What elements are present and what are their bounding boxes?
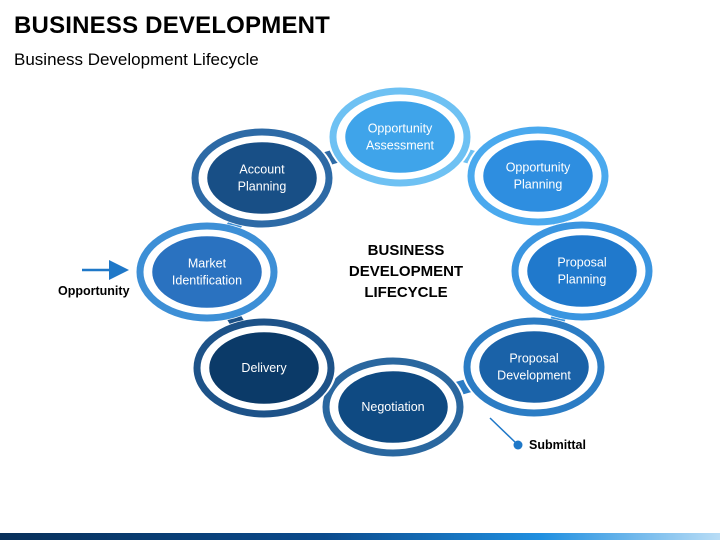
node-label: Identification — [172, 274, 242, 288]
page-title: BUSINESS DEVELOPMENT — [14, 12, 331, 39]
node-label: Development — [497, 369, 571, 383]
submittal-dot — [513, 440, 523, 450]
center-label-line: BUSINESS — [368, 242, 445, 259]
node-label: Proposal — [557, 256, 606, 270]
node-label: Opportunity — [506, 161, 571, 175]
node-ring — [511, 221, 653, 321]
lifecycle-node-4: Negotiation — [320, 357, 466, 457]
node-label: Proposal — [509, 352, 558, 366]
node-ring — [191, 128, 333, 228]
node-label: Planning — [514, 178, 563, 192]
node-ring — [322, 357, 464, 457]
node-label: Negotiation — [361, 400, 424, 414]
submittal-pointer — [489, 417, 518, 445]
node-label: Opportunity — [368, 122, 433, 136]
node-ring — [463, 317, 605, 417]
node-label: Market — [188, 257, 227, 271]
node-core — [149, 233, 265, 311]
node-ring — [329, 87, 471, 187]
node-label: Delivery — [241, 361, 287, 375]
node-label: Account — [239, 163, 285, 177]
node-core — [204, 139, 320, 217]
node-label: Planning — [558, 273, 607, 287]
center-label-line: LIFECYCLE — [364, 284, 447, 301]
node-core — [206, 329, 322, 407]
node-label: Planning — [238, 180, 287, 194]
submittal-label: Submittal — [529, 438, 586, 452]
node-ring — [136, 222, 278, 322]
node-ring — [193, 318, 335, 418]
center-label-line: DEVELOPMENT — [349, 263, 463, 280]
opportunity-label: Opportunity — [58, 284, 130, 298]
node-core — [480, 137, 596, 215]
page-subtitle: Business Development Lifecycle — [14, 50, 259, 69]
node-label: Assessment — [366, 139, 435, 153]
lifecycle-node-5: Delivery — [191, 318, 337, 418]
center-label: BUSINESS DEVELOPMENT LIFECYCLE — [349, 242, 463, 301]
node-core — [476, 328, 592, 406]
node-core — [342, 98, 458, 176]
footer-bar — [0, 533, 720, 540]
node-ring — [467, 126, 609, 226]
node-core — [524, 232, 640, 310]
node-core — [335, 368, 451, 446]
